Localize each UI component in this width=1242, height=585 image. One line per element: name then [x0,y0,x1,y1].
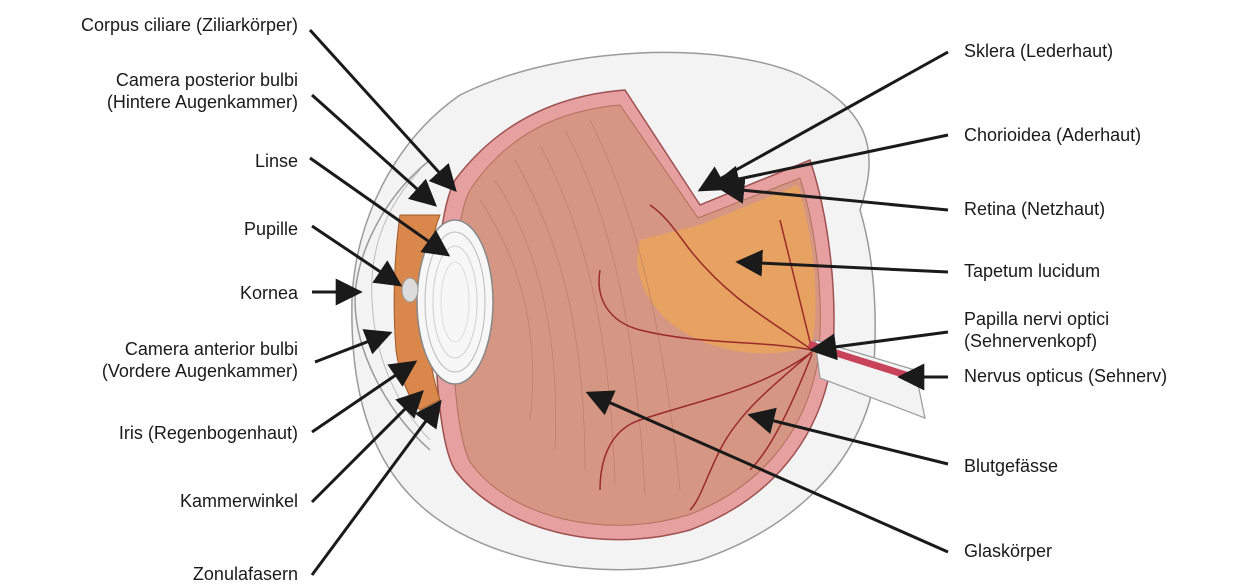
arrow-corpus-ciliare [310,30,455,190]
label-kornea: Kornea [240,282,298,304]
label-nervus: Nervus opticus (Sehnerv) [964,365,1167,387]
lens-shape [417,220,493,384]
label-sklera: Sklera (Lederhaut) [964,40,1113,62]
label-linse: Linse [255,150,298,172]
label-camera-anterior: Camera anterior bulbi(Vordere Augenkamme… [102,338,298,382]
label-camera-posterior: Camera posterior bulbi(Hintere Augenkamm… [107,69,298,113]
label-papilla: Papilla nervi optici(Sehnervenkopf) [964,308,1109,352]
label-retina: Retina (Netzhaut) [964,198,1105,220]
label-blutgefaesse: Blutgefässe [964,455,1058,477]
label-kammerwinkel: Kammerwinkel [180,490,298,512]
label-pupille: Pupille [244,218,298,240]
label-zonulafasern: Zonulafasern [193,563,298,585]
label-chorioidea: Chorioidea (Aderhaut) [964,124,1141,146]
label-glaskoerper: Glaskörper [964,540,1052,562]
label-tapetum: Tapetum lucidum [964,260,1100,282]
label-iris: Iris (Regenbogenhaut) [119,422,298,444]
label-corpus-ciliare: Corpus ciliare (Ziliarkörper) [81,14,298,36]
pupil-shape [402,278,418,302]
